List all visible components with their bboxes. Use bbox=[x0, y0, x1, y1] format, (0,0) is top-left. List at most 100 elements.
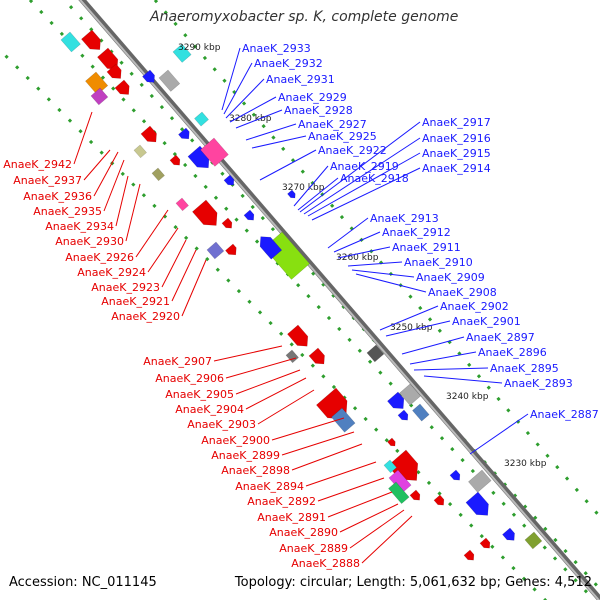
gene-label-right[interactable]: AnaeK_2922 bbox=[318, 144, 387, 157]
leader-line bbox=[281, 431, 355, 456]
gene-label-left[interactable]: AnaeK_2924 bbox=[77, 266, 146, 279]
leader-line bbox=[259, 149, 317, 181]
gene-label-right[interactable]: AnaeK_2915 bbox=[422, 147, 491, 160]
accession-text: Accession: NC_011145 bbox=[9, 575, 157, 590]
gene-label-left[interactable]: AnaeK_2898 bbox=[221, 464, 290, 477]
leader-line bbox=[469, 413, 529, 455]
gene-label-left[interactable]: AnaeK_2935 bbox=[33, 205, 102, 218]
gene-label-right[interactable]: AnaeK_2895 bbox=[490, 362, 559, 375]
feature-box bbox=[285, 349, 299, 364]
feature-box bbox=[151, 167, 165, 182]
gene-label-left[interactable]: AnaeK_2900 bbox=[201, 434, 270, 447]
leader-line bbox=[349, 509, 405, 549]
gene-label-right[interactable]: AnaeK_2901 bbox=[452, 315, 521, 328]
kbp-tick-label: 3260 kbp bbox=[336, 253, 379, 263]
gene-label-right[interactable]: AnaeK_2918 bbox=[340, 172, 409, 185]
leader-line bbox=[235, 109, 283, 129]
gene-label-left[interactable]: AnaeK_2903 bbox=[187, 418, 256, 431]
gene-label-right[interactable]: AnaeK_2919 bbox=[330, 160, 399, 173]
leader-line bbox=[293, 165, 329, 207]
gene-label-right[interactable]: AnaeK_2908 bbox=[428, 286, 497, 299]
gene-label-left[interactable]: AnaeK_2934 bbox=[45, 220, 114, 233]
gene-label-right[interactable]: AnaeK_2909 bbox=[416, 271, 485, 284]
leader-line bbox=[93, 151, 119, 197]
leader-line bbox=[135, 209, 169, 258]
gene-label-right[interactable]: AnaeK_2911 bbox=[392, 241, 461, 254]
leader-line bbox=[307, 152, 421, 217]
leader-line bbox=[299, 121, 421, 213]
feature-box bbox=[206, 241, 225, 260]
gene-label-left[interactable]: AnaeK_2891 bbox=[257, 511, 326, 524]
map-title: Anaeromyxobacter sp. K, complete genome bbox=[150, 9, 459, 25]
feature-box bbox=[194, 111, 209, 127]
gene-label-right[interactable]: AnaeK_2929 bbox=[278, 91, 347, 104]
gene-label-left[interactable]: AnaeK_2905 bbox=[165, 388, 234, 401]
gene-label-right[interactable]: AnaeK_2917 bbox=[422, 116, 491, 129]
gene-label-left[interactable]: AnaeK_2936 bbox=[23, 190, 92, 203]
leader-line bbox=[291, 443, 363, 471]
leader-line bbox=[229, 96, 277, 123]
gene-label-right[interactable]: AnaeK_2897 bbox=[466, 331, 535, 344]
gene-label-right[interactable]: AnaeK_2933 bbox=[242, 42, 311, 55]
gene-features bbox=[60, 29, 543, 561]
gene-label-left[interactable]: AnaeK_2920 bbox=[111, 310, 180, 323]
gene-label-right[interactable]: AnaeK_2910 bbox=[404, 256, 473, 269]
gene-label-right[interactable]: AnaeK_2914 bbox=[422, 162, 491, 175]
feature-arrow bbox=[142, 69, 155, 83]
gene-label-right[interactable]: AnaeK_2887 bbox=[530, 408, 599, 421]
dot-track-3 bbox=[0, 47, 548, 600]
leader-line bbox=[409, 351, 477, 365]
leader-line bbox=[171, 249, 197, 302]
leader-line bbox=[317, 477, 385, 502]
leader-line bbox=[379, 305, 439, 331]
feature-arrow bbox=[449, 469, 461, 481]
gene-label-left[interactable]: AnaeK_2930 bbox=[55, 235, 124, 248]
kbp-tick-label: 3280 kbp bbox=[229, 114, 272, 124]
gene-label-left[interactable]: AnaeK_2942 bbox=[3, 158, 72, 171]
feature-arrow bbox=[308, 347, 325, 365]
gene-label-left[interactable]: AnaeK_2921 bbox=[101, 295, 170, 308]
gene-label-left[interactable]: AnaeK_2890 bbox=[269, 526, 338, 539]
gene-label-left[interactable]: AnaeK_2888 bbox=[291, 557, 360, 570]
feature-arrow bbox=[221, 217, 233, 229]
gene-label-right[interactable]: AnaeK_2928 bbox=[284, 104, 353, 117]
gene-label-right[interactable]: AnaeK_2932 bbox=[254, 57, 323, 70]
gene-label-left[interactable]: AnaeK_2926 bbox=[65, 251, 134, 264]
gene-label-left[interactable]: AnaeK_2923 bbox=[91, 281, 160, 294]
leader-line bbox=[245, 377, 307, 410]
gene-label-right[interactable]: AnaeK_2893 bbox=[504, 377, 573, 390]
genome-backbone-highlight bbox=[78, 0, 600, 600]
gene-label-left[interactable]: AnaeK_2937 bbox=[13, 174, 82, 187]
feature-box bbox=[158, 69, 181, 92]
gene-label-right[interactable]: AnaeK_2912 bbox=[382, 226, 451, 239]
leader-line bbox=[257, 389, 315, 425]
leader-line bbox=[271, 417, 345, 441]
leader-line bbox=[385, 320, 451, 337]
gene-label-left[interactable]: AnaeK_2906 bbox=[155, 372, 224, 385]
gene-label-right[interactable]: AnaeK_2916 bbox=[422, 132, 491, 145]
gene-label-left[interactable]: AnaeK_2899 bbox=[211, 449, 280, 462]
gene-labels: AnaeK_2933AnaeK_2932AnaeK_2931AnaeK_2929… bbox=[3, 42, 598, 570]
leader-line bbox=[413, 367, 489, 371]
feature-box bbox=[383, 459, 397, 474]
gene-label-right[interactable]: AnaeK_2927 bbox=[298, 118, 367, 131]
gene-label-right[interactable]: AnaeK_2931 bbox=[266, 73, 335, 86]
feature-arrow bbox=[465, 491, 489, 516]
feature-arrow bbox=[223, 174, 235, 186]
gene-label-left[interactable]: AnaeK_2892 bbox=[247, 495, 316, 508]
feature-box bbox=[60, 31, 81, 53]
gene-label-right[interactable]: AnaeK_2925 bbox=[308, 130, 377, 143]
kbp-tick-label: 3270 kbp bbox=[282, 183, 325, 193]
gene-label-right[interactable]: AnaeK_2902 bbox=[440, 300, 509, 313]
gene-label-right[interactable]: AnaeK_2913 bbox=[370, 212, 439, 225]
feature-box bbox=[366, 344, 385, 363]
gene-label-left[interactable]: AnaeK_2889 bbox=[279, 542, 348, 555]
genome-backbone bbox=[78, 0, 600, 600]
gene-label-left[interactable]: AnaeK_2907 bbox=[143, 355, 212, 368]
feature-arrow bbox=[397, 409, 409, 421]
gene-label-left[interactable]: AnaeK_2894 bbox=[235, 480, 304, 493]
kbp-tick-label: 3230 kbp bbox=[504, 459, 547, 469]
gene-label-left[interactable]: AnaeK_2904 bbox=[175, 403, 244, 416]
gene-label-right[interactable]: AnaeK_2896 bbox=[478, 346, 547, 359]
